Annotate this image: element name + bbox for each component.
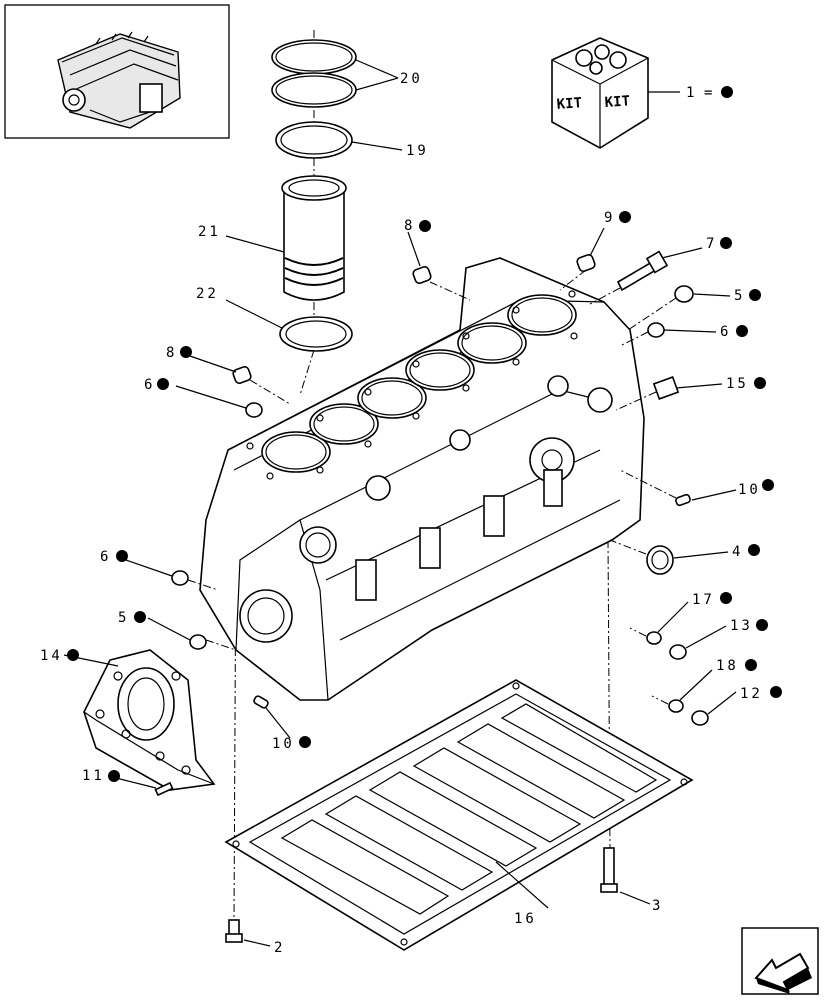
plug-8-left[interactable]	[232, 366, 252, 385]
plug-5-top[interactable]	[674, 285, 694, 303]
callout-16: 16	[514, 911, 537, 927]
leader-lines	[63, 59, 737, 947]
liner-ring[interactable]	[275, 121, 353, 159]
pin-10-right[interactable]	[675, 493, 691, 507]
callout-3: 3	[652, 898, 660, 914]
engine-thumbnail[interactable]	[4, 4, 230, 139]
screw-2[interactable]	[225, 919, 243, 943]
kit-dot	[749, 289, 761, 301]
kit-dot	[419, 220, 431, 232]
kit-label-left: KIT	[556, 95, 582, 113]
callout-22: 22	[196, 286, 219, 302]
previous-page-arrow[interactable]	[741, 927, 819, 995]
plug-6-lower[interactable]	[171, 570, 189, 586]
bolt-holes	[246, 290, 578, 480]
engine-thumbnail-sketch	[57, 31, 181, 129]
kit-box[interactable]: KIT KIT	[551, 37, 649, 149]
kit-dot	[720, 237, 732, 249]
kit-dot	[748, 544, 760, 556]
callout-9: 9	[604, 210, 612, 226]
callout-20: 20	[400, 71, 423, 87]
plug-6-top[interactable]	[647, 322, 665, 338]
kit-dot	[134, 611, 146, 623]
callout-12: 12	[740, 686, 763, 702]
plug-6-left[interactable]	[245, 402, 263, 418]
kit-dot	[756, 619, 768, 631]
callout-21: 21	[198, 224, 221, 240]
kit-fitting-icon	[589, 61, 603, 75]
kit-dot	[762, 479, 774, 491]
kit-label-right: KIT	[604, 93, 630, 111]
fitting-15[interactable]	[652, 376, 680, 400]
callout-4: 4	[732, 544, 740, 560]
callout-10-left: 10	[272, 736, 295, 752]
kit-dot	[108, 770, 120, 782]
kit-fitting-icon	[609, 51, 627, 69]
screw-3[interactable]	[600, 847, 618, 893]
engine-block[interactable]	[199, 257, 645, 701]
rear-seal-carrier[interactable]	[83, 649, 216, 791]
kit-dot	[721, 86, 733, 98]
callout-7: 7	[706, 236, 714, 252]
callout-8-top: 8	[404, 218, 412, 234]
callout-5-lower: 5	[118, 610, 126, 626]
plug-13[interactable]	[669, 644, 687, 660]
seal-rings[interactable]	[271, 39, 357, 108]
cylinder-bore	[261, 431, 331, 473]
kit-dot	[745, 659, 757, 671]
cup-4[interactable]	[646, 545, 674, 575]
kit-dot	[736, 325, 748, 337]
kit-fitting-icon	[594, 44, 610, 60]
oil-pan-gasket[interactable]	[224, 679, 694, 951]
kit-dot	[754, 377, 766, 389]
kit-dot	[619, 211, 631, 223]
callout-2: 2	[274, 940, 282, 956]
callout-8-left: 8	[166, 345, 174, 361]
kit-dot	[770, 686, 782, 698]
cylinder-bore	[405, 349, 475, 391]
plug-9[interactable]	[576, 254, 596, 273]
kit-dot	[157, 378, 169, 390]
callout-6-lower: 6	[100, 549, 108, 565]
callout-1-equals: =	[704, 85, 712, 101]
kit-dot	[67, 649, 79, 661]
plug-12[interactable]	[691, 710, 709, 726]
callout-1: 1	[686, 85, 694, 101]
callout-11: 11	[82, 768, 105, 784]
callout-19: 19	[406, 143, 429, 159]
pin-10-left[interactable]	[253, 695, 269, 709]
kit-fitting-icon	[575, 49, 593, 67]
cylinder-bore	[309, 403, 379, 445]
kit-dot	[720, 592, 732, 604]
callout-10-right: 10	[738, 482, 761, 498]
callout-6-top: 6	[720, 324, 728, 340]
callout-18: 18	[716, 658, 739, 674]
kit-dot	[299, 736, 311, 748]
plug-8-top[interactable]	[412, 266, 432, 285]
cylinder-bore	[507, 294, 577, 336]
stud-7[interactable]	[616, 250, 669, 292]
liner-axis	[299, 349, 315, 396]
plug-5-lower[interactable]	[189, 634, 207, 650]
cylinder-bore	[457, 322, 527, 364]
liner-bottom-ring[interactable]	[279, 316, 353, 352]
callout-17: 17	[692, 592, 715, 608]
kit-dot	[180, 346, 192, 358]
callout-labels: 1 = 20 19 21 22 8 9 7 5 6 15 8 6 10 4 6 …	[40, 71, 763, 956]
callout-5-top: 5	[734, 288, 742, 304]
cylinder-bore	[357, 377, 427, 419]
callout-6-left: 6	[144, 377, 152, 393]
callout-14: 14	[40, 648, 63, 664]
callout-15: 15	[726, 376, 749, 392]
washer-18[interactable]	[668, 699, 684, 713]
callout-13: 13	[730, 618, 753, 634]
washer-17[interactable]	[646, 631, 662, 645]
kit-dots	[67, 86, 782, 782]
kit-dot	[116, 550, 128, 562]
cylinder-liner[interactable]	[281, 175, 347, 301]
screw-11[interactable]	[154, 781, 174, 797]
